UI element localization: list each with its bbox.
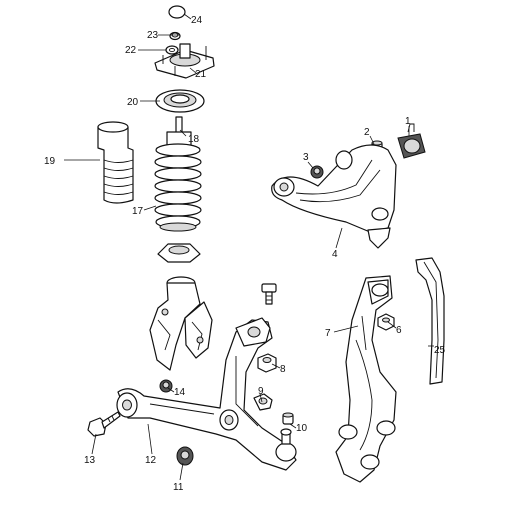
callout-23: 23 xyxy=(147,30,159,41)
part-22-washer xyxy=(165,45,179,55)
callout-9: 9 xyxy=(258,386,264,397)
part-23-nut xyxy=(169,31,181,41)
part-21-top-mount xyxy=(154,43,215,79)
callout-3: 3 xyxy=(303,152,309,163)
part-11-bushing xyxy=(176,446,194,466)
callout-12: 12 xyxy=(145,455,157,466)
part-25-bracket xyxy=(415,257,445,385)
part-24-cap xyxy=(168,5,186,19)
callout-8: 8 xyxy=(280,364,286,375)
callout-1: 1 xyxy=(405,116,411,127)
callout-18: 18 xyxy=(188,134,200,145)
part-12-lower-control-arm xyxy=(116,317,297,471)
part-3-bushing xyxy=(310,165,324,179)
callout-7: 7 xyxy=(325,328,331,339)
callout-24: 24 xyxy=(191,15,203,26)
part-6-nut xyxy=(377,313,395,331)
callout-22: 22 xyxy=(125,45,137,56)
callout-labels: 24 23 22 21 20 18 19 17 1 2 3 4 6 7 25 8… xyxy=(44,15,446,493)
callout-20: 20 xyxy=(127,97,139,108)
leader-lines xyxy=(64,13,434,481)
callout-11: 11 xyxy=(173,482,184,493)
callout-6: 6 xyxy=(396,325,402,336)
part-9-bolt xyxy=(253,393,273,411)
part-19-dust-boot xyxy=(97,121,134,204)
part-13-bolt xyxy=(87,411,121,437)
part-8-nut xyxy=(257,353,277,373)
callout-21: 21 xyxy=(195,69,207,80)
part-14-bushing xyxy=(159,379,173,393)
bolt-upper xyxy=(261,283,277,305)
part-1-bushing xyxy=(397,123,426,159)
strut-housing xyxy=(149,276,213,371)
callout-25: 25 xyxy=(434,345,446,356)
part-20-bearing xyxy=(155,89,205,113)
callout-2: 2 xyxy=(364,127,370,138)
callout-4: 4 xyxy=(332,249,338,260)
callout-10: 10 xyxy=(296,423,308,434)
callout-14: 14 xyxy=(174,387,186,398)
lower-spring-seat xyxy=(157,243,201,263)
callout-13: 13 xyxy=(84,455,96,466)
callout-19: 19 xyxy=(44,156,56,167)
part-17-coil-spring xyxy=(154,143,202,232)
part-4-upper-control-arm xyxy=(271,144,397,249)
part-7-knuckle xyxy=(335,275,397,483)
part-10-bushing xyxy=(282,412,294,425)
callout-17: 17 xyxy=(132,206,144,217)
